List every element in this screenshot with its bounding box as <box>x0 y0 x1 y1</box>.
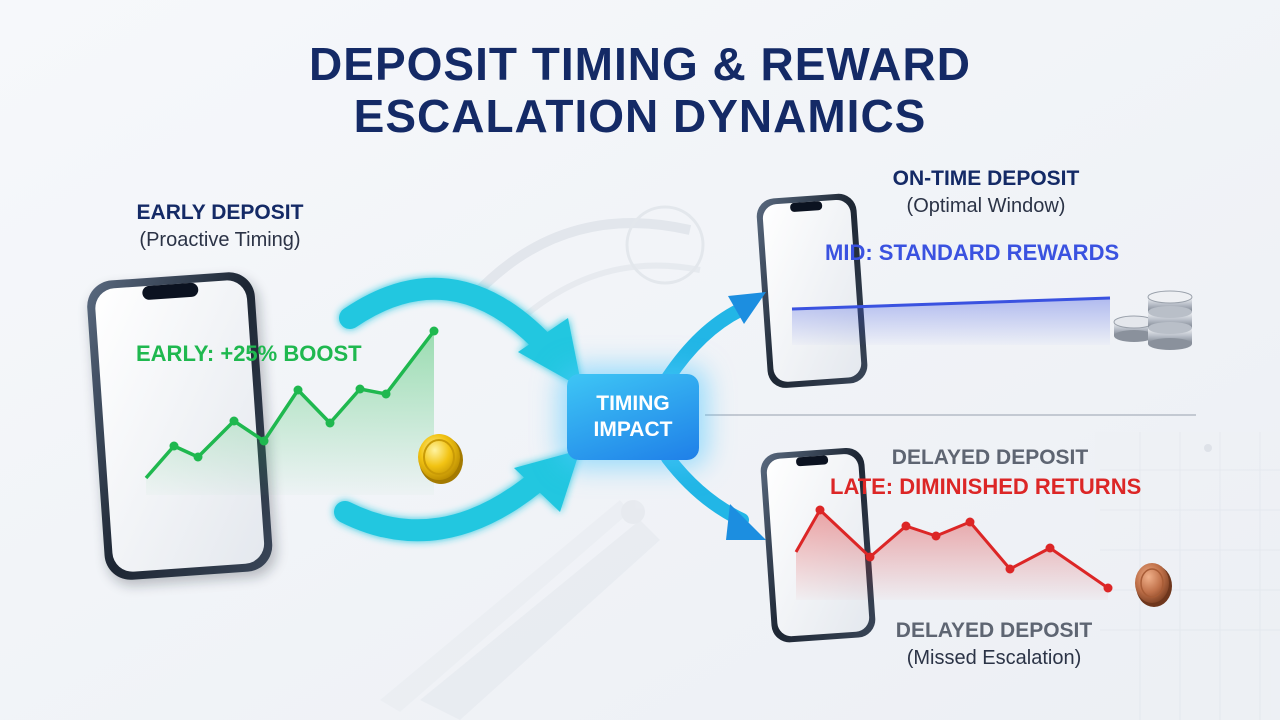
timing-impact-line-1: TIMING <box>596 392 670 415</box>
ontime-phone <box>756 193 868 388</box>
early-callout: EARLY: +25% BOOST <box>136 341 362 366</box>
title-line-2: ESCALATION DYNAMICS <box>353 90 927 142</box>
lower-to-timing-arrowhead <box>514 450 580 512</box>
early-chart-point <box>259 436 269 446</box>
delayed-chart-point <box>901 521 911 531</box>
delayed-chart-point <box>865 552 875 562</box>
gold-coin-icon <box>418 434 463 484</box>
early-chart-point <box>325 418 335 428</box>
early-chart-point <box>193 452 203 462</box>
delayed-chart-point <box>965 517 975 527</box>
page-title: DEPOSIT TIMING & REWARD ESCALATION DYNAM… <box>0 38 1280 142</box>
delayed-subheading: (Missed Escalation) <box>906 647 1082 669</box>
silver-coin-stack-icon <box>1113 290 1193 350</box>
incoming-arrows <box>334 277 582 542</box>
delayed-callout: LATE: DIMINISHED RETURNS <box>830 474 1142 499</box>
outgoing-arrows <box>661 292 766 540</box>
timing-impact-box[interactable]: TIMING IMPACT <box>567 374 699 460</box>
early-chart-point <box>229 416 239 426</box>
early-phone <box>87 272 277 586</box>
ontime-chart <box>791 296 1111 345</box>
delayed-chart-area <box>796 510 1108 600</box>
timing-impact-line-2: IMPACT <box>593 418 673 441</box>
ontime-callout: MID: STANDARD REWARDS <box>825 240 1120 265</box>
early-chart <box>144 326 439 495</box>
early-chart-point <box>169 441 179 451</box>
timing-to-delayed-arrowhead <box>726 504 766 540</box>
early-chart-point <box>355 384 365 394</box>
background-decoration <box>380 205 1280 720</box>
title-line-1: DEPOSIT TIMING & REWARD <box>309 38 971 90</box>
delayed-chart-point <box>1005 564 1015 574</box>
early-chart-point <box>293 385 303 395</box>
delayed-chart <box>794 505 1113 600</box>
early-chart-point <box>381 389 391 399</box>
early-chart-point <box>429 326 439 336</box>
bronze-coin-icon <box>1135 563 1172 607</box>
delayed-chart-point <box>1103 583 1113 593</box>
timing-to-ontime-arrowhead <box>728 292 766 324</box>
early-chart-line <box>144 329 436 480</box>
ontime-chart-line <box>791 296 1111 311</box>
early-chart-area <box>146 331 434 495</box>
ontime-subheading: (Optimal Window) <box>906 195 1066 217</box>
delayed-heading-top: DELAYED DEPOSIT <box>891 446 1089 469</box>
delayed-chart-point <box>931 531 941 541</box>
timing-to-ontime-arrow <box>661 303 747 385</box>
early-subheading: (Proactive Timing) <box>139 229 301 251</box>
ontime-chart-area <box>792 298 1110 345</box>
ontime-heading: ON-TIME DEPOSIT <box>892 167 1080 190</box>
delayed-chart-point <box>815 505 825 515</box>
early-to-timing-arrow <box>339 277 551 351</box>
early-heading: EARLY DEPOSIT <box>136 201 304 224</box>
lower-to-timing-arrow <box>334 471 547 542</box>
delayed-chart-point <box>1045 543 1055 553</box>
delayed-heading: DELAYED DEPOSIT <box>895 619 1093 642</box>
early-to-timing-arrowhead <box>518 318 582 388</box>
